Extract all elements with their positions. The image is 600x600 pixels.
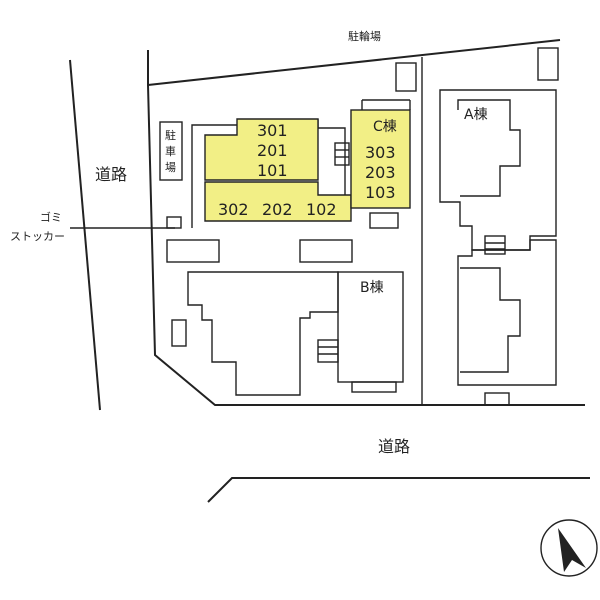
unit-102: 102 [306, 200, 337, 219]
unit-201: 201 [257, 141, 288, 160]
garbage-stocker-box [166, 216, 182, 229]
north-arrow-circle [540, 519, 598, 577]
road-bottom-edge [207, 477, 590, 503]
building-b-label: B棟 [360, 280, 384, 296]
storage-box-top-right [537, 47, 559, 81]
unit-202: 202 [262, 200, 293, 219]
garbage-label-1: ゴミ [40, 210, 62, 224]
a-building-upper [439, 89, 557, 251]
parking-label-3: 場 [165, 161, 176, 174]
building-c-label: C棟 [373, 119, 397, 135]
c-stair-left [334, 142, 350, 166]
parking-label-1: 駐 [165, 128, 176, 142]
a-building-lower [457, 239, 557, 386]
bicycle-parking-label: 駐輪場 [348, 29, 381, 43]
parking-label-2: 車 [165, 144, 176, 158]
b-stair [317, 339, 339, 363]
unit-101: 101 [257, 161, 288, 180]
road-left-edge [69, 59, 101, 411]
b-entrance-box [351, 381, 397, 393]
unit-302: 302 [218, 200, 249, 219]
units-101-301-block [204, 118, 319, 181]
road-bottom-label: 道路 [378, 437, 410, 456]
units-103-303-block [350, 109, 411, 209]
bicycle-parking-box [395, 62, 417, 92]
parking-space-2 [299, 239, 353, 263]
b-building-outline [187, 271, 339, 396]
side-box-left [171, 319, 187, 347]
boundary-top [147, 39, 561, 87]
garbage-label-2: ストッカー [10, 230, 65, 243]
unit-303: 303 [365, 143, 396, 162]
parking-space-1 [166, 239, 220, 263]
c-entrance-box [369, 212, 399, 229]
a-building-upper-inner [457, 99, 521, 197]
parking-box [159, 121, 183, 181]
unit-301: 301 [257, 121, 288, 140]
north-arrow-icon [558, 528, 586, 572]
road-left-label: 道路 [95, 165, 127, 184]
a-building-lower-inner [460, 267, 521, 373]
a-entrance-box [484, 392, 510, 406]
a-stair [484, 235, 506, 255]
boundary-left-bottom [147, 84, 585, 406]
building-a-label: A棟 [464, 107, 488, 123]
unit-103: 103 [365, 183, 396, 202]
unit-203: 203 [365, 163, 396, 182]
